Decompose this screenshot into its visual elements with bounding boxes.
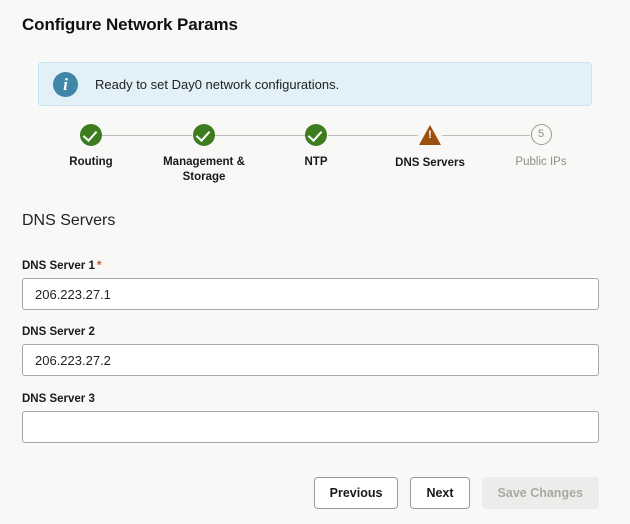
info-icon: i [53,71,78,97]
field-dns-server-2: DNS Server 2 [22,326,599,376]
step-public-ips[interactable]: 5 Public IPs [481,124,601,170]
step-label-routing-line1: Routing [69,156,113,168]
check-icon [193,124,215,146]
label-dns-server-3: DNS Server 3 [22,393,599,405]
label-dns-server-2-text: DNS Server 2 [22,326,95,338]
step-number-badge: 5 [530,124,552,145]
required-asterisk: * [96,258,102,272]
step-label-public-ips: Public IPs [481,155,601,170]
step-label-public-ips-line1: Public IPs [515,156,567,168]
button-row: Previous Next Save Changes [313,477,599,509]
step-connector-4 [442,135,530,136]
step-label-management-storage-line1: Management & [163,156,245,168]
step-marker-ntp [305,124,327,146]
label-dns-server-3-text: DNS Server 3 [22,393,95,405]
save-changes-button: Save Changes [481,477,599,509]
info-banner-message: Ready to set Day0 network configurations… [95,76,340,92]
step-label-dns-servers-line1: DNS Servers [395,157,465,169]
step-ntp[interactable]: NTP [256,124,376,170]
label-dns-server-1: DNS Server 1* [22,258,599,272]
step-label-ntp-line1: NTP [304,156,328,168]
input-dns-server-1[interactable] [22,278,599,310]
step-label-management-storage: Management & Storage [144,155,264,185]
input-dns-server-2[interactable] [22,344,599,376]
step-connector-2 [215,135,305,136]
field-dns-server-3: DNS Server 3 [22,393,599,443]
field-dns-server-1: DNS Server 1* [22,258,599,310]
step-label-routing: Routing [31,155,151,170]
wizard-stepper: Routing Management & Storage NTP [50,124,580,194]
step-marker-management-storage [193,124,215,146]
input-dns-server-3[interactable] [22,411,599,443]
warning-triangle-icon [419,125,441,145]
previous-button[interactable]: Previous [313,477,399,509]
label-dns-server-2: DNS Server 2 [22,326,599,338]
step-connector-1 [102,135,192,136]
check-icon [305,124,327,146]
step-routing[interactable]: Routing [31,124,151,170]
step-marker-routing [80,124,102,146]
page-title: Configure Network Params [22,15,238,34]
section-title: DNS Servers [22,212,116,229]
step-connector-3 [328,135,418,136]
step-label-management-storage-line2: Storage [182,171,226,183]
step-marker-dns-servers [419,125,441,147]
step-label-dns-servers: DNS Servers [370,156,490,171]
step-label-ntp: NTP [256,155,376,170]
step-management-storage[interactable]: Management & Storage [144,124,264,185]
step-marker-public-ips: 5 [530,124,552,146]
step-dns-servers[interactable]: DNS Servers [370,124,490,171]
info-banner: i Ready to set Day0 network configuratio… [38,62,592,106]
label-dns-server-1-text: DNS Server 1 [22,260,95,272]
next-button[interactable]: Next [410,477,470,509]
check-icon [80,124,102,146]
